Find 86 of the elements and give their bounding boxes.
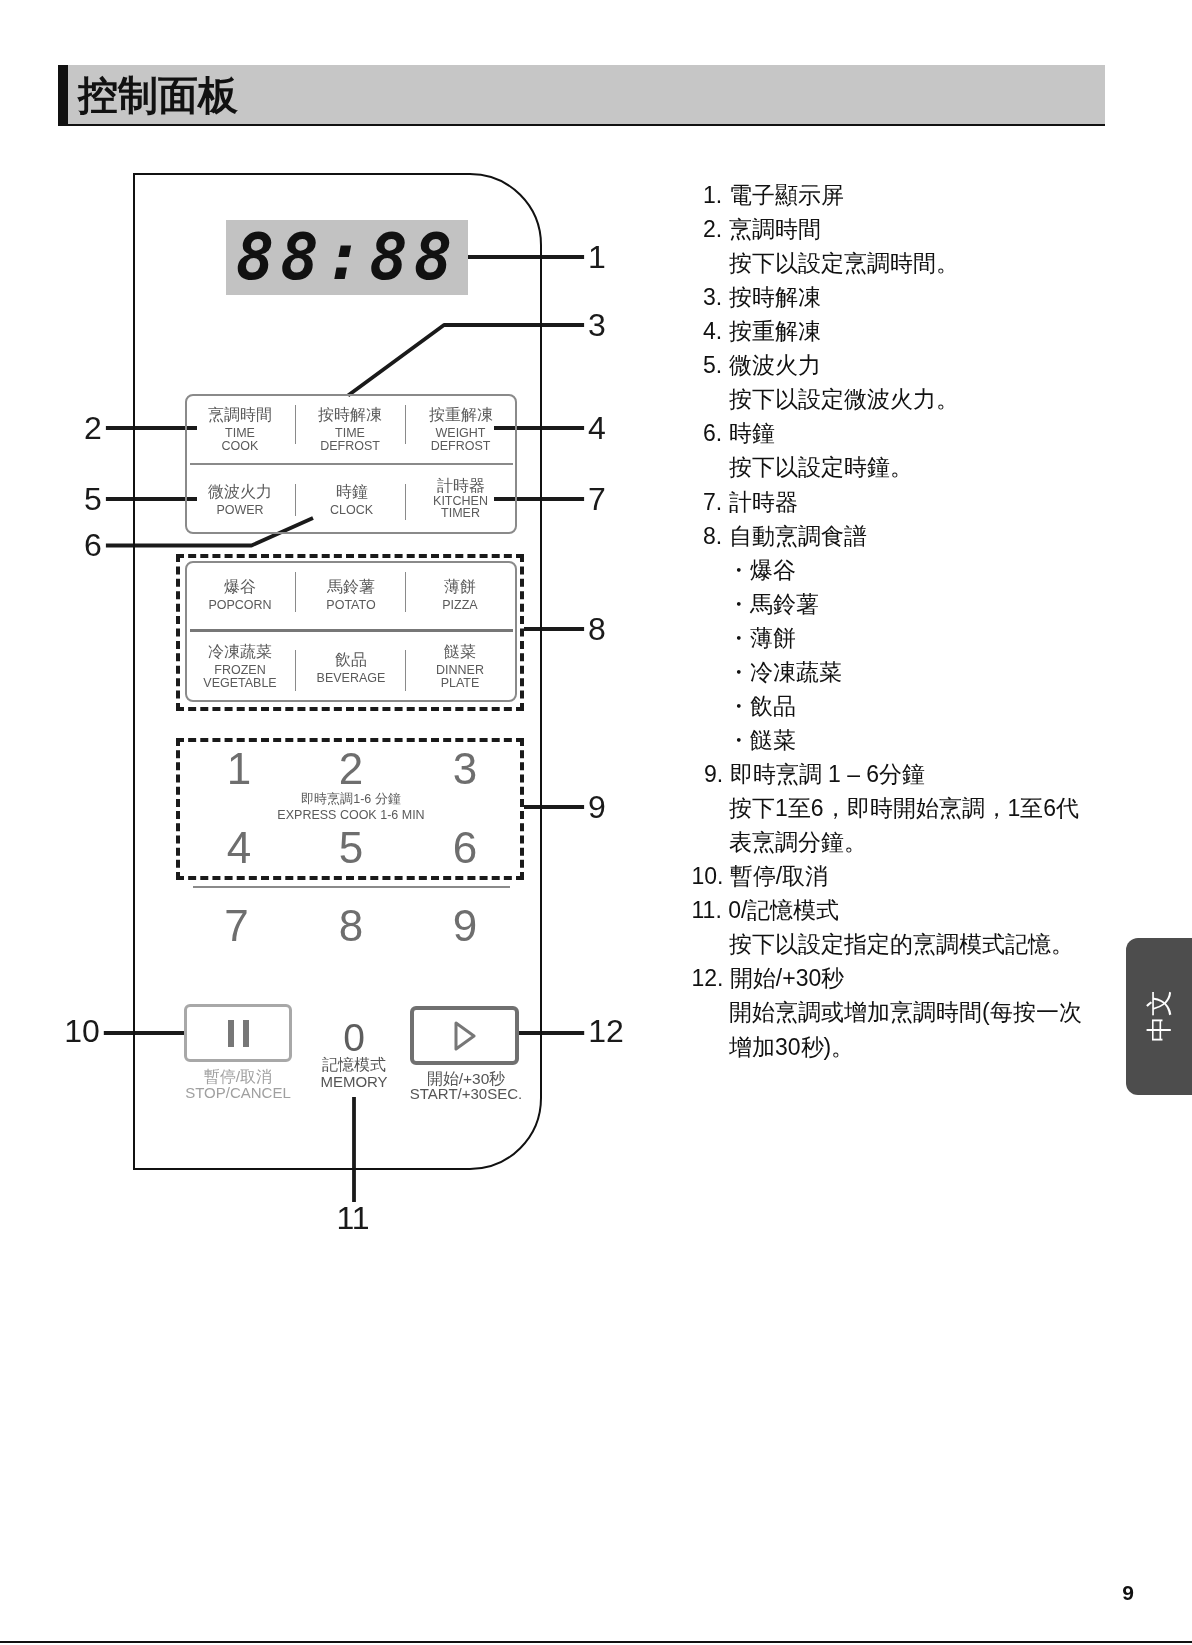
bullet-item: ・馬鈴薯 xyxy=(727,589,819,619)
keypad-digit: 3 xyxy=(452,743,478,795)
description-text: 按下以設定指定的烹調模式記憶。 xyxy=(729,930,1075,960)
callout-number: 7 xyxy=(584,483,610,515)
bullet-item: ・薄餅 xyxy=(727,623,796,653)
numbered-heading: 12. 開始/+30秒 xyxy=(691,964,845,994)
key-label: 爆谷 POPCORN xyxy=(189,574,291,614)
key-label: 冷凍蔬菜 FROZEN VEGETABLE xyxy=(189,640,291,692)
description-text: 按下以設定烹調時間。 xyxy=(729,249,960,279)
numbered-heading: 7. 計時器 xyxy=(703,487,798,517)
numbered-heading: 2. 烹調時間 xyxy=(703,215,821,245)
callout-number: 11 xyxy=(332,1202,374,1234)
digital-display: 88:88 xyxy=(226,219,468,295)
key-caption: 即時烹調1-6 分鐘 xyxy=(301,791,401,807)
keypad-digit: 9 xyxy=(452,904,478,948)
callout-number: 8 xyxy=(584,613,610,645)
leader-line xyxy=(352,1097,356,1202)
callout-number: 1 xyxy=(584,241,610,273)
button-caption: 暫停/取消 xyxy=(203,1068,273,1086)
keypad-digit: 8 xyxy=(338,904,364,948)
key-label: 微波火力 POWER xyxy=(197,478,283,520)
description-text: 按下以設定時鐘。 xyxy=(729,453,914,483)
numbered-heading: 10. 暫停/取消 xyxy=(691,862,829,892)
callout-number: 9 xyxy=(584,791,610,823)
button-caption: 開始/+30秒 xyxy=(426,1070,506,1088)
key-label: 按時解凍 TIME DEFROST xyxy=(299,395,401,456)
numbered-heading: 9. 即時烹調 1 – 6分鐘 xyxy=(704,760,926,789)
numbered-heading: 3. 按時解凍 xyxy=(703,283,821,313)
keypad-digit: 7 xyxy=(224,904,249,948)
leader-line xyxy=(468,255,585,259)
callout-number: 4 xyxy=(584,412,610,444)
callout-number: 12 xyxy=(584,1015,628,1047)
leader-line xyxy=(494,426,585,430)
key-label: 計時器 KITCHEN TIMER xyxy=(409,472,494,522)
numbered-heading: 8. 自動烹調食譜 xyxy=(703,521,867,551)
description-text: 按下1至6，即時開始烹調，1至6代表烹調分鐘。 xyxy=(729,794,1081,858)
key-label: 餸菜 DINNER PLATE xyxy=(407,640,513,692)
bullet-item: ・爆谷 xyxy=(727,555,796,585)
bullet-item: ・冷凍蔬菜 xyxy=(727,657,842,687)
keypad-digit: 1 xyxy=(226,743,252,795)
button-caption: START/+30SEC. xyxy=(409,1085,523,1103)
control-panel-outline xyxy=(133,173,542,1170)
leader-line xyxy=(105,516,314,548)
leader-line xyxy=(346,323,585,398)
leader-line xyxy=(524,805,585,809)
page-title: 控制面板 xyxy=(78,72,238,117)
button-panel xyxy=(184,393,517,534)
key-caption: 記憶模式 xyxy=(322,1056,386,1074)
numbered-heading: 6. 時鐘 xyxy=(703,419,775,449)
leader-line xyxy=(519,1031,585,1035)
leader-line xyxy=(105,426,197,430)
numbered-heading: 1. 電子顯示屏 xyxy=(703,181,844,210)
key-label: 馬鈴薯 POTATO xyxy=(299,574,403,614)
bullet-item: ・餸菜 xyxy=(727,725,796,755)
button-caption: STOP/CANCEL xyxy=(185,1084,291,1102)
callout-number: 10 xyxy=(60,1015,104,1047)
callout-number: 2 xyxy=(80,412,106,444)
language-tab: 中文 xyxy=(1126,938,1192,1095)
key-caption: EXPRESS COOK 1-6 MIN xyxy=(277,807,425,823)
description-text: 按下以設定微波火力。 xyxy=(729,385,960,415)
key-caption: MEMORY xyxy=(320,1073,388,1091)
dashed-frame xyxy=(176,738,524,880)
keypad-digit: 6 xyxy=(452,822,478,874)
leader-line xyxy=(524,627,585,631)
keypad-digit: 2 xyxy=(338,743,364,793)
leader-line xyxy=(103,1031,184,1035)
pause-button xyxy=(184,1004,292,1062)
callout-number: 3 xyxy=(584,309,610,341)
key-label: 薄餅 PIZZA xyxy=(407,574,513,614)
numbered-heading: 11. 0/記憶模式 xyxy=(691,896,840,926)
page-number: 9 xyxy=(1122,1581,1134,1603)
callout-number: 6 xyxy=(80,529,106,561)
callout-number: 5 xyxy=(80,483,106,515)
key-label: 時鐘 CLOCK xyxy=(313,478,390,518)
key-label: 飲品 BEVERAGE xyxy=(299,640,403,692)
key-label: 烹調時間 TIME COOK xyxy=(197,402,283,458)
leader-line xyxy=(105,497,197,501)
numbered-heading: 5. 微波火力 xyxy=(703,351,821,381)
key-label: 按重解凍 WEIGHT DEFROST xyxy=(409,402,494,458)
description-text: 開始烹調或增加烹調時間(每按一次增加30秒)。 xyxy=(729,998,1083,1062)
bullet-item: ・飲品 xyxy=(727,691,796,721)
leader-line xyxy=(494,497,585,501)
keypad-digit: 4 xyxy=(226,822,252,874)
numbered-heading: 4. 按重解凍 xyxy=(703,317,821,347)
keypad-digit: 5 xyxy=(338,822,364,874)
play-button xyxy=(410,1006,519,1065)
